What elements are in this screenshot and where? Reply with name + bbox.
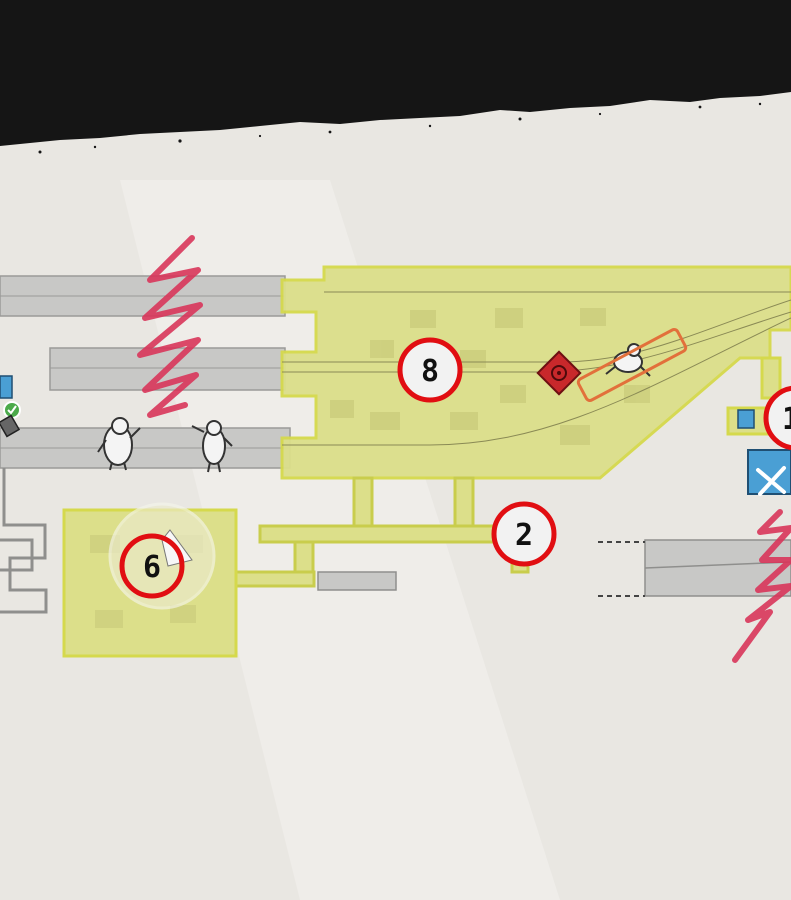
marker-edge[interactable]: 1 <box>763 385 791 451</box>
marker-8[interactable]: 8 <box>397 337 463 403</box>
door-icon <box>737 409 755 429</box>
dashed-lines <box>598 541 645 597</box>
wrench-icon <box>756 466 786 496</box>
marker-6-label: 6 <box>143 550 161 585</box>
outline-path-left <box>0 468 48 614</box>
workbench-icon <box>747 449 791 495</box>
enemy-icon <box>97 417 141 471</box>
top-ink-band <box>0 0 791 146</box>
zone-tiles <box>330 308 650 445</box>
door-icon <box>0 375 13 399</box>
scribble-left <box>137 235 203 418</box>
ink-speckles <box>38 102 762 154</box>
marker-8-label: 8 <box>421 354 439 389</box>
check-mark <box>7 405 17 415</box>
marker-2[interactable]: 2 <box>491 501 557 567</box>
marker-6[interactable]: 6 <box>119 533 185 599</box>
room-6-glow <box>108 502 216 610</box>
marker-2-label: 2 <box>515 518 533 553</box>
enemy-icon <box>191 420 233 473</box>
gray-corridor-mid <box>317 571 397 591</box>
marker-edge-label: 1 <box>782 402 791 437</box>
scribble-right <box>732 509 791 663</box>
keycard-icon <box>0 414 21 438</box>
enemy-patrol-zone <box>576 328 688 402</box>
outline-path-left-inner <box>0 538 34 572</box>
objective-icon <box>536 350 582 396</box>
